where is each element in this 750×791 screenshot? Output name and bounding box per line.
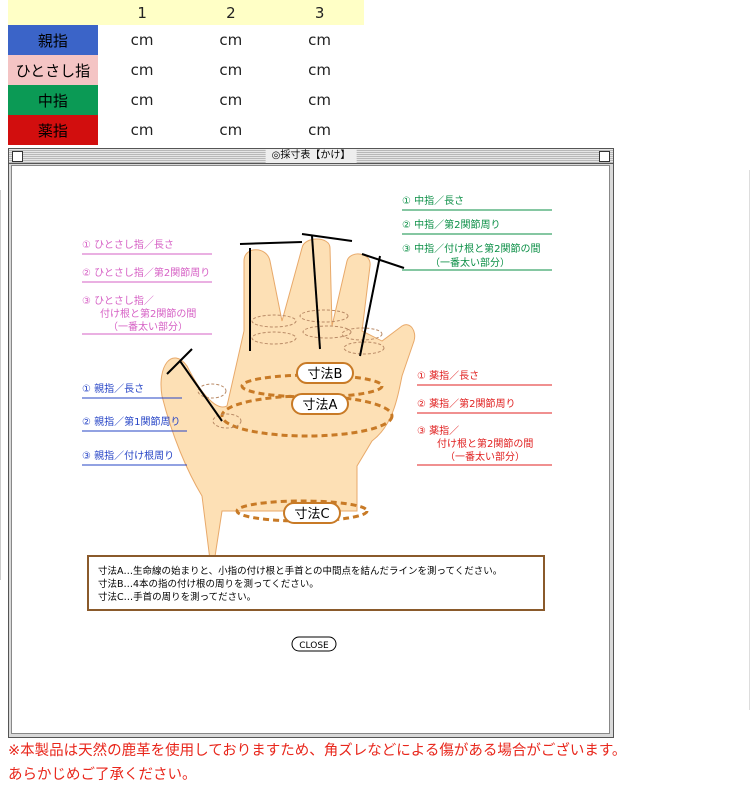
cm-cell: cm (130, 31, 154, 49)
cm-cell: cm (308, 121, 332, 139)
blue-label-3: ③ 親指／付け根周り (82, 449, 174, 462)
cm-cell: cm (308, 61, 332, 79)
thumb-labels: ① 親指／長さ ② 親指／第1関節周り ③ 親指／付け根周り (82, 382, 187, 466)
cm-cell: cm (219, 121, 243, 139)
pink-label-3c: （一番太い部分） (108, 320, 188, 333)
table-row-middle: 中指 cm cm cm (8, 85, 364, 115)
cm-cell: cm (130, 91, 154, 109)
ring-c (235, 499, 369, 523)
red-label-1: ① 薬指／長さ (417, 369, 479, 382)
cm-cell: cm (130, 121, 154, 139)
ring-finger-labels: ① 薬指／長さ ② 薬指／第2関節周り ③ 薬指／ 付け根と第2関節の間 （一番… (417, 369, 552, 466)
red-label-3: ③ 薬指／ (417, 424, 459, 437)
pink-label-3b: 付け根と第2関節の間 (100, 307, 196, 320)
green-label-3: ③ 中指／付け根と第2関節の間 (402, 242, 541, 255)
cm-cell: cm (219, 31, 243, 49)
explanation-box: 寸法A…生命線の始まりと、小指の付け根と手首との中間点を結んだラインを測ってくだ… (87, 555, 545, 611)
middle-finger-labels: ① 中指／長さ ② 中指／第2関節周り ③ 中指／付け根と第2関節の間 （一番太… (402, 194, 552, 271)
header-col-3: 3 (275, 0, 364, 25)
dim-c-label: 寸法C (294, 507, 329, 522)
pink-label-1: ① ひとさし指／長さ (82, 238, 174, 251)
cm-cell: cm (130, 61, 154, 79)
dimension-labels: 寸法B 寸法A 寸法C (283, 362, 354, 524)
header-col-1: 1 (97, 0, 187, 25)
close-button-label: CLOSE (299, 641, 329, 651)
size-table-header: 1 2 3 (8, 0, 364, 25)
pink-label-3: ③ ひとさし指／ (82, 294, 154, 307)
red-label-3b: 付け根と第2関節の間 (437, 437, 533, 450)
blue-label-1: ① 親指／長さ (82, 382, 144, 395)
dim-a-label: 寸法A (303, 398, 338, 413)
window-title: ◎採寸表【かけ】 (265, 149, 357, 163)
window-close-box[interactable] (12, 151, 23, 162)
row-label-index: ひとさし指 (8, 55, 98, 85)
red-label-3c: （一番太い部分） (445, 450, 525, 463)
window-content: 寸法B 寸法A 寸法C ① 中指／長さ ② 中指／第2関節周り ③ 中指／付け根… (11, 165, 610, 734)
window-zoom-box[interactable] (599, 151, 610, 162)
green-label-2: ② 中指／第2関節周り (402, 218, 501, 231)
table-row-index: ひとさし指 cm cm cm (8, 55, 364, 85)
popup-window: ◎採寸表【かけ】 (8, 148, 614, 738)
blue-label-2: ② 親指／第1関節周り (82, 415, 181, 428)
glove-measurement-diagram: 寸法B 寸法A 寸法C ① 中指／長さ ② 中指／第2関節周り ③ 中指／付け根… (82, 194, 552, 652)
notice-line-1: ※本製品は天然の鹿革を使用しておりますため、角ズレなどによる傷がある場合がござい… (8, 743, 627, 759)
red-label-2: ② 薬指／第2関節周り (417, 397, 516, 410)
window-titlebar[interactable]: ◎採寸表【かけ】 (9, 149, 613, 164)
notice-line-2: あらかじめご了承ください。 (8, 767, 197, 783)
page-edge-line (0, 190, 1, 580)
explain-b: 寸法B…4本の指の付け根の周りを測ってください。 (98, 578, 319, 590)
notice-text: ※本製品は天然の鹿革を使用しておりますため、角ズレなどによる傷がある場合がござい… (8, 739, 626, 787)
row-label-ring: 薬指 (8, 115, 98, 145)
hand-illustration (160, 238, 416, 577)
close-button[interactable]: CLOSE (291, 636, 337, 652)
finger-rings (197, 309, 385, 429)
row-label-middle: 中指 (8, 85, 98, 115)
table-row-thumb: 親指 cm cm cm (8, 25, 364, 55)
green-label-3b: （一番太い部分） (430, 256, 510, 269)
table-row-ring: 薬指 cm cm cm (8, 115, 364, 145)
explain-c: 寸法C…手首の周りを測ってださい。 (98, 591, 256, 603)
cm-cell: cm (308, 31, 332, 49)
header-col-2: 2 (186, 0, 276, 25)
length-arrows (166, 233, 405, 422)
size-table: 1 2 3 親指 cm cm cm ひとさし指 cm cm cm 中指 cm c… (8, 0, 364, 145)
cm-cell: cm (308, 91, 332, 109)
green-label-1: ① 中指／長さ (402, 194, 464, 207)
explain-a: 寸法A…生命線の始まりと、小指の付け根と手首との中間点を結んだラインを測ってくだ… (98, 565, 502, 577)
cm-cell: cm (219, 61, 243, 79)
header-blank-cell (8, 0, 98, 25)
cm-cell: cm (219, 91, 243, 109)
pink-label-2: ② ひとさし指／第2関節周り (82, 266, 210, 279)
row-label-thumb: 親指 (8, 25, 98, 55)
dim-b-label: 寸法B (308, 367, 343, 382)
index-finger-labels: ① ひとさし指／長さ ② ひとさし指／第2関節周り ③ ひとさし指／ 付け根と第… (82, 238, 212, 335)
